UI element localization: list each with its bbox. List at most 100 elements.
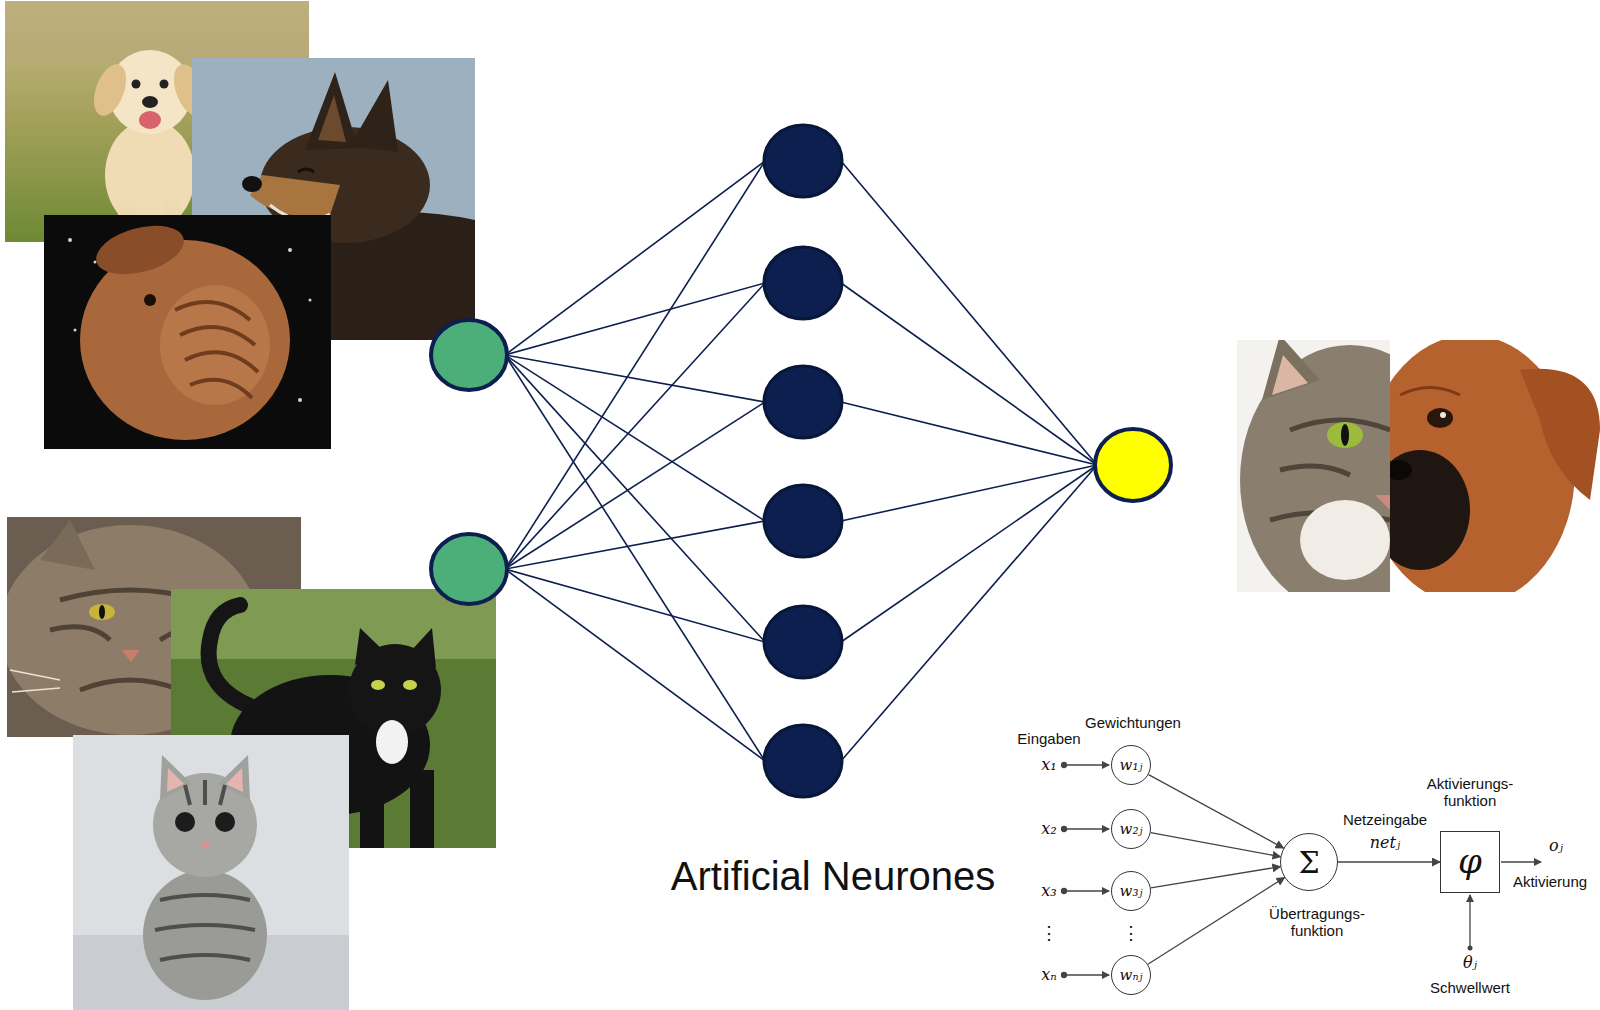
input-arrow xyxy=(1066,890,1109,891)
connector-arrow xyxy=(1148,878,1285,965)
dog-photo xyxy=(160,80,169,89)
network-connection xyxy=(841,402,1097,465)
dog-photo xyxy=(350,80,398,152)
network-connection xyxy=(505,569,765,642)
connector-arrow xyxy=(1151,867,1281,888)
cat-photo xyxy=(99,605,105,619)
dog-photo xyxy=(305,72,358,150)
node-text: φ xyxy=(1458,843,1482,880)
cat-photo xyxy=(209,605,260,710)
node-text: w₂ⱼ xyxy=(1120,821,1143,838)
input-symbol: xₙ xyxy=(1041,966,1057,984)
cat-photo xyxy=(143,870,267,1000)
network-connection xyxy=(505,402,765,569)
input-arrow xyxy=(1062,889,1067,894)
cat-photo xyxy=(167,768,184,792)
network-connection xyxy=(505,355,765,521)
input-arrow xyxy=(1062,763,1067,768)
dog-photo xyxy=(250,175,340,216)
dog-half-photo xyxy=(1400,388,1460,396)
activation-function-box: φ xyxy=(1440,831,1500,893)
cat-half-photo xyxy=(1341,424,1349,446)
network-connection xyxy=(505,521,765,569)
cat-photo xyxy=(410,770,434,848)
network-connection xyxy=(841,465,1097,642)
dog-half-photo xyxy=(1520,369,1600,500)
network-connection xyxy=(505,161,765,569)
network-connection xyxy=(505,569,765,761)
dog-half-photo xyxy=(1390,460,1412,480)
cat-photo xyxy=(73,735,349,1010)
threshold-dot xyxy=(1468,946,1473,951)
cat-photo xyxy=(403,680,417,690)
dog-photo xyxy=(318,95,346,142)
hidden-neuron xyxy=(764,125,842,797)
activation-heading: Aktivierung xyxy=(1513,873,1587,890)
node-text: w₃ⱼ xyxy=(1120,883,1143,900)
weights-heading: Gewichtungen xyxy=(1085,714,1181,731)
dog-photo xyxy=(139,111,161,129)
cat-photo xyxy=(410,628,436,668)
network-connection xyxy=(505,161,1097,761)
node-text: wₙⱼ xyxy=(1120,967,1143,984)
dog-photo xyxy=(94,261,97,264)
network-connection xyxy=(505,355,765,402)
dog-photo xyxy=(175,302,258,398)
dog-photo xyxy=(298,398,302,402)
input-arrow xyxy=(1062,827,1067,832)
weight-node: wₙⱼ xyxy=(1111,955,1151,995)
dog-photo xyxy=(44,215,331,449)
dog-photo xyxy=(68,238,72,242)
cat-photo xyxy=(226,768,243,792)
cat-photo xyxy=(376,720,408,764)
inputs-heading: Eingaben xyxy=(1017,730,1080,747)
network-connection xyxy=(841,283,1097,465)
hidden-neuron xyxy=(764,125,842,197)
summation-node: Σ xyxy=(1280,833,1338,891)
dog-photo xyxy=(132,80,141,89)
network-connection xyxy=(841,465,1097,761)
dog-photo xyxy=(242,176,262,192)
dog-photo xyxy=(298,169,314,172)
input-symbol: x₃ xyxy=(1041,882,1056,900)
input-neuron xyxy=(431,534,507,604)
cat-half-photo xyxy=(1272,355,1308,395)
dog-half-photo xyxy=(1390,450,1470,570)
output-symbol: oⱼ xyxy=(1549,837,1563,855)
weight-node: w₃ⱼ xyxy=(1111,871,1151,911)
input-symbol: x₂ xyxy=(1041,820,1056,838)
cat-half-photo xyxy=(1262,340,1320,400)
cat-photo xyxy=(155,780,255,960)
dog-half-photo xyxy=(1427,408,1453,428)
input-arrow xyxy=(1062,973,1067,978)
input-arrow xyxy=(1062,763,1110,978)
input-symbol: x₁ xyxy=(1041,756,1056,774)
hidden-neuron xyxy=(764,606,842,678)
net-input-symbol: netⱼ xyxy=(1370,834,1400,852)
input-arrow xyxy=(1066,828,1109,829)
network-connection xyxy=(841,465,1097,521)
dog-photo xyxy=(288,248,292,252)
dog-photo xyxy=(91,217,189,283)
network-connection xyxy=(841,161,1097,465)
hidden-neuron xyxy=(764,725,842,797)
dog-photo xyxy=(74,329,77,332)
node-text: w₁ⱼ xyxy=(1120,757,1143,774)
transfer-function-heading: Übertragungs- funktion xyxy=(1262,905,1372,940)
dog-photo xyxy=(88,60,133,120)
hidden-neuron xyxy=(764,366,842,438)
ellipsis-mark: ⋮ xyxy=(1122,923,1140,944)
dog-photo xyxy=(160,285,270,405)
connector-arrow xyxy=(1338,861,1440,862)
weight-node: w₂ⱼ xyxy=(1111,809,1151,849)
network-connection xyxy=(505,355,765,761)
weight-node: w₁ⱼ xyxy=(1111,745,1151,785)
input-neuron xyxy=(431,320,507,604)
hidden-neuron xyxy=(764,247,842,319)
cat-photo xyxy=(40,520,95,570)
cat-photo xyxy=(122,650,140,662)
cat-half-photo xyxy=(1237,340,1390,592)
node-text: Σ xyxy=(1298,846,1319,879)
output-arrow xyxy=(1501,861,1541,862)
input-neuron xyxy=(431,320,507,390)
